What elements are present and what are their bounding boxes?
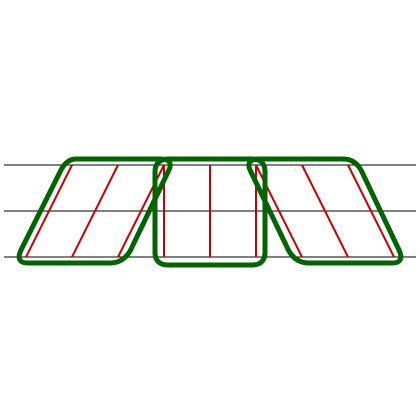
outline-middle-rectangle — [152, 156, 268, 268]
hatch-lines — [25, 164, 395, 258]
hatch-left-1 — [25, 164, 73, 258]
outline-right-parallelogram — [246, 156, 404, 266]
outlines — [16, 156, 404, 268]
hatch-left-2 — [71, 164, 119, 258]
hatch-right-2 — [301, 164, 349, 258]
outline-left-parallelogram — [16, 156, 173, 266]
hatch-right-3 — [347, 164, 395, 258]
